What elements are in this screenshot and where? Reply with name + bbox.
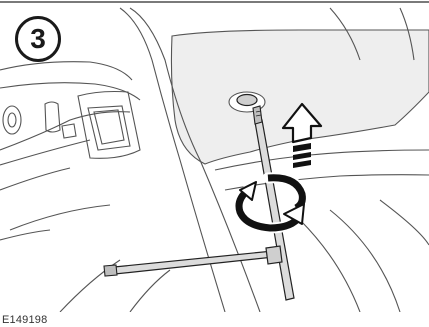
trim-panel [171,30,429,164]
step-number-badge: 3 [15,16,61,62]
illustration [0,0,429,312]
figure-id-label: E149198 [2,314,47,326]
vent-and-switch [3,92,140,159]
